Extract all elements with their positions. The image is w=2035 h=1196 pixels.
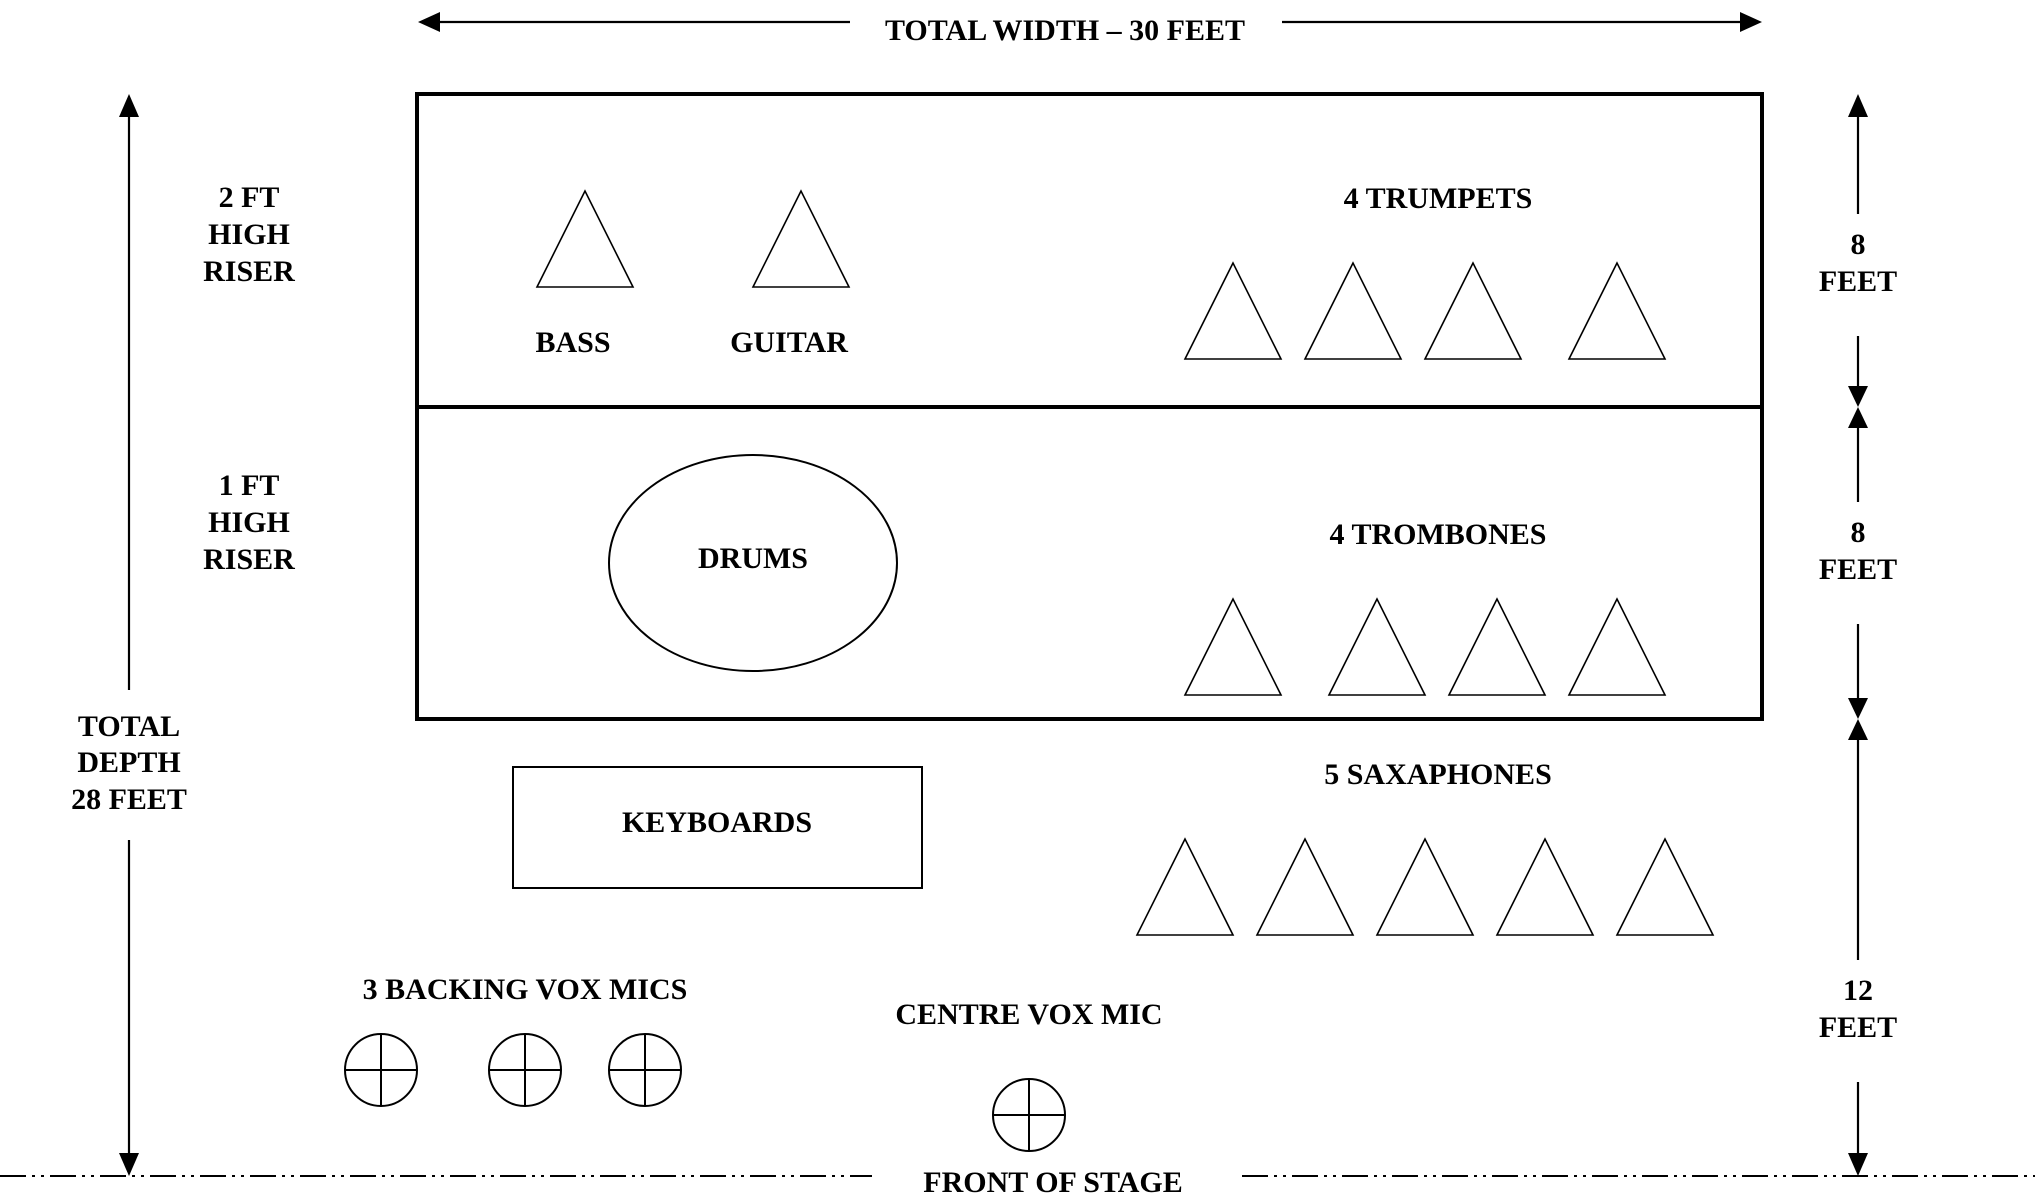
upper-riser [415,92,1764,409]
lower-riser-high: HIGH [208,506,290,539]
arrow-right-icon [1740,12,1762,32]
backing-mic-icon [344,1033,418,1107]
arrow-up-icon [1848,94,1868,117]
lower-riser [415,405,1764,721]
arrow-down-icon [1848,386,1868,407]
upper-depth-unit: FEET [1819,265,1897,298]
keyboards-position [512,766,923,889]
upper-riser-riser: RISER [203,255,295,288]
bass-position [535,189,635,288]
middle-depth-dimension: 8 FEET [1819,407,1897,719]
backing-mic-icon [608,1033,682,1107]
saxophone-position [1135,837,1235,936]
arrow-down-icon [1848,698,1868,719]
upper-riser-height: 2 FT [219,181,280,214]
total-depth-label-line3: 28 FEET [71,783,187,816]
saxophone-position [1255,837,1355,936]
upper-riser-high: HIGH [208,218,290,251]
guitar-position [751,189,851,288]
trumpet-position [1567,261,1667,360]
upper-riser-label: 2 FT HIGH RISER [203,181,295,288]
trombones-label: 4 TROMBONES [1330,518,1547,551]
upper-depth-dimension: 8 FEET [1819,94,1897,407]
trumpet-position [1303,261,1403,360]
arrow-up-icon [1848,407,1868,428]
arrow-up-icon [119,94,139,117]
guitar-label: GUITAR [730,326,848,359]
trombone-position [1567,597,1667,696]
arrow-up-icon [1848,719,1868,740]
lower-riser-label: 1 FT HIGH RISER [203,469,295,576]
centre-mic-icon [992,1078,1066,1152]
bass-label: BASS [535,326,610,359]
lower-riser-height: 1 FT [219,469,280,502]
backing-mic-icon [488,1033,562,1107]
saxophone-position [1495,837,1595,936]
drums-label: DRUMS [698,542,808,575]
total-depth-label-line1: TOTAL [78,710,180,743]
total-depth-label-line2: DEPTH [77,746,180,779]
trumpets-label: 4 TRUMPETS [1344,182,1533,215]
saxophone-position [1615,837,1715,936]
front-depth-unit: FEET [1819,1011,1897,1044]
total-width-dimension: TOTAL WIDTH – 30 FEET [418,12,1762,47]
lower-riser-riser: RISER [203,543,295,576]
middle-depth-unit: FEET [1819,553,1897,586]
trombone-position [1327,597,1427,696]
centre-mic-label: CENTRE VOX MIC [895,998,1162,1031]
trombone-position [1447,597,1547,696]
trombone-position [1183,597,1283,696]
total-depth-dimension: TOTAL DEPTH 28 FEET [71,94,187,1176]
saxophone-position [1375,837,1475,936]
trumpet-position [1183,261,1283,360]
front-of-stage-label: FRONT OF STAGE [923,1166,1182,1196]
arrow-down-icon [1848,1153,1868,1176]
arrow-down-icon [119,1153,139,1176]
drums-kit [608,454,898,672]
total-width-label: TOTAL WIDTH – 30 FEET [885,14,1245,47]
saxophones-label: 5 SAXAPHONES [1324,758,1552,791]
arrow-left-icon [418,12,440,32]
backing-mics-label: 3 BACKING VOX MICS [363,973,688,1006]
trumpet-position [1423,261,1523,360]
front-depth-value: 12 [1843,974,1873,1007]
keyboards-label: KEYBOARDS [622,806,812,839]
upper-depth-value: 8 [1851,228,1866,261]
middle-depth-value: 8 [1851,516,1866,549]
front-of-stage-line: FRONT OF STAGE [0,1166,2035,1196]
front-depth-dimension: 12 FEET [1819,719,1897,1176]
